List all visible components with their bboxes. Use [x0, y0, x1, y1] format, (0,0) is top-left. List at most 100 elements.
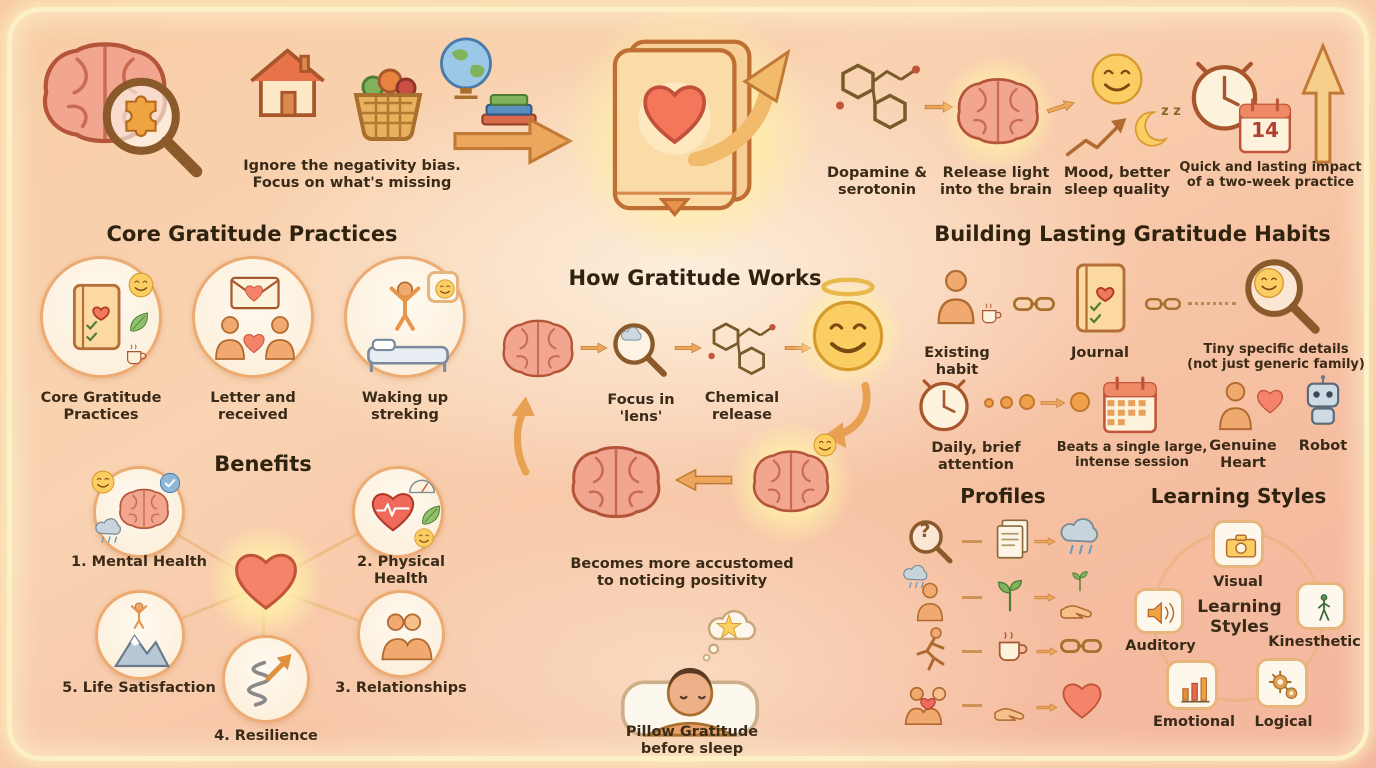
label-line: (not just generic family) [1187, 357, 1365, 373]
smiley-icon [127, 271, 155, 299]
core-practices-title-text: Core Gratitude Practices [106, 222, 398, 246]
glowing-brain-icon [952, 72, 1044, 154]
bar-chart-icon [1176, 669, 1214, 707]
practice-waking-label: Waking up streking [342, 390, 468, 424]
kinesthetic-badge [1296, 582, 1346, 630]
label-line: 'lens' [619, 408, 663, 425]
quick-caption: Quick and lasting impact of a two-week p… [1178, 160, 1363, 190]
hug-icon [374, 607, 434, 665]
label-line: Daily, brief attention [931, 440, 1021, 473]
mental-check-icon [158, 471, 182, 495]
dash-connector [962, 540, 982, 543]
label-line: Genuine [1209, 438, 1277, 454]
q-glyph: ? [919, 520, 931, 542]
visual-label: Visual [1202, 574, 1274, 591]
how-it-works-title: How Gratitude Works [540, 266, 850, 290]
negativity-caption-line2: Focus on what's missing [252, 174, 452, 191]
release-line1: Release light [942, 165, 1050, 181]
flow-arrow-icon [674, 338, 702, 358]
label-line: 5. Life Satisfaction [62, 680, 216, 696]
waking-person-icon [377, 273, 433, 333]
label-line: streking [371, 406, 439, 423]
dot [1000, 396, 1013, 409]
flower-leaf-icon [125, 305, 153, 339]
label-line: 1. Mental Health [71, 554, 207, 570]
molecule-icon [828, 38, 928, 153]
tiny-smiley-icon [812, 432, 838, 458]
label-line: Emotional [1153, 714, 1235, 730]
received-heart-icon [1058, 678, 1106, 722]
label-line: before sleep [640, 740, 744, 757]
label-line: Learning [1197, 597, 1282, 617]
benefit-life-label: 5. Life Satisfaction [60, 680, 218, 697]
benefits-title: Benefits [163, 452, 363, 476]
cycle-up-arrow-icon [506, 392, 542, 478]
giving-hand-icon [988, 690, 1036, 724]
benefit-mental-label: 1. Mental Health [68, 554, 210, 571]
negativity-caption-line1: Ignore the negativity bias. [243, 158, 461, 174]
physical-gauge-icon [405, 471, 439, 497]
flow-arrow-icon [1034, 534, 1056, 549]
benefit-life-circle [95, 590, 185, 680]
journal-arrow-icon [688, 48, 796, 166]
practice-journaling-label: Core Gratitude Practices [38, 390, 164, 424]
envelope-heart-icon [243, 283, 265, 303]
robot-label: Robot [1288, 438, 1358, 455]
couple-heart-icon [900, 680, 956, 728]
label-line: Core Gratitude [40, 390, 162, 406]
pause-coffee-icon [990, 624, 1034, 668]
speaker-icon [1144, 598, 1180, 628]
house-icon [240, 36, 335, 124]
flow-arrow-icon [1036, 644, 1058, 659]
negativity-caption: Ignore the negativity bias. Focus on wha… [238, 158, 466, 192]
dot [984, 398, 994, 408]
flow-arrow-icon [924, 96, 954, 118]
label-line: 4. Resilience [214, 728, 318, 744]
emotional-badge [1166, 660, 1218, 710]
robot-icon [1296, 370, 1350, 432]
daily-clock-icon [912, 372, 976, 436]
halo-icon [812, 276, 884, 298]
shared-heart-icon [241, 331, 267, 355]
rewired-brain-icon [566, 438, 666, 530]
label-line: received [217, 406, 289, 423]
flow-arrow-icon [580, 338, 608, 358]
practice-waking-circle [344, 256, 466, 378]
dopamine-line1: Dopamine & [826, 165, 928, 181]
benefit-mental-circle [93, 466, 185, 558]
cycle-brain-icon [498, 316, 578, 384]
learning-styles-center-label: Learning Styles [1192, 597, 1287, 637]
label-line: Auditory [1125, 638, 1196, 654]
detail-smiley-icon [1252, 266, 1286, 300]
dopamine-caption: Dopamine & serotonin [818, 165, 936, 199]
tiny-details-label: Tiny specific details (not just generic … [1186, 342, 1366, 372]
overhead-cloud-icon [900, 562, 934, 592]
habit-chain-icon [1056, 632, 1106, 660]
raincloud-icon [1056, 512, 1108, 562]
practice-journaling-circle [40, 256, 162, 378]
existing-habit-label: Existing habit [902, 345, 1012, 379]
sleep-z-text: z z [1156, 104, 1186, 119]
benefits-heart-icon [228, 545, 304, 615]
label-line: Tiny specific details [1203, 342, 1349, 357]
flow-arrow-icon [1036, 700, 1058, 715]
label-line: Focus in [607, 392, 675, 408]
label-line: 2. Physical Health [357, 554, 445, 587]
z-letters: z z [1161, 104, 1181, 119]
halo-smiley-icon [808, 296, 888, 376]
release-caption: Release light into the brain [935, 165, 1057, 199]
calendar-grid-icon [1104, 396, 1156, 432]
orange-ball [1070, 392, 1090, 412]
genuine-heart-icon [1254, 386, 1286, 416]
dash-connector [962, 704, 982, 707]
star-icon [714, 612, 744, 642]
benefit-resilience-label: 4. Resilience [196, 728, 336, 745]
journal-sm-icon [67, 281, 125, 353]
walking-person-icon [1308, 590, 1340, 628]
mental-smiley-icon [90, 469, 116, 495]
habit-journal-icon [1070, 258, 1130, 338]
chain-link-icon [1142, 292, 1184, 316]
benefit-relationships-circle [357, 590, 445, 678]
profiles-title-text: Profiles [960, 484, 1046, 508]
